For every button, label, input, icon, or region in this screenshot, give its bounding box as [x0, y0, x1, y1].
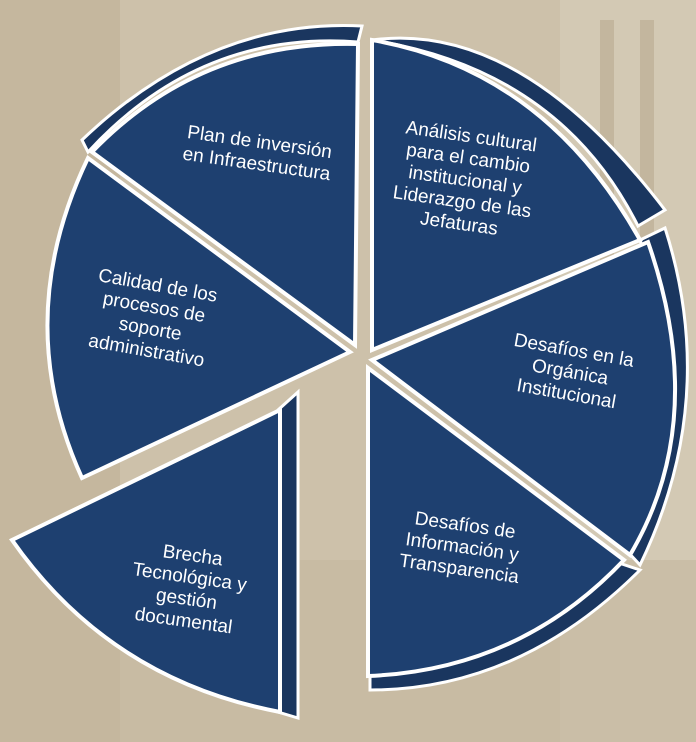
segment-organica: [368, 239, 678, 558]
segment-informacion: [366, 364, 627, 679]
segment-plan: [88, 41, 361, 349]
segment-analisis: [370, 37, 643, 353]
segment-brecha: [9, 406, 282, 715]
label-analisis: Análisis cultural para el cambio institu…: [391, 117, 539, 240]
rim-analisis: [371, 36, 668, 229]
rim-plan: [80, 24, 364, 155]
segment-calidad: [45, 154, 354, 481]
